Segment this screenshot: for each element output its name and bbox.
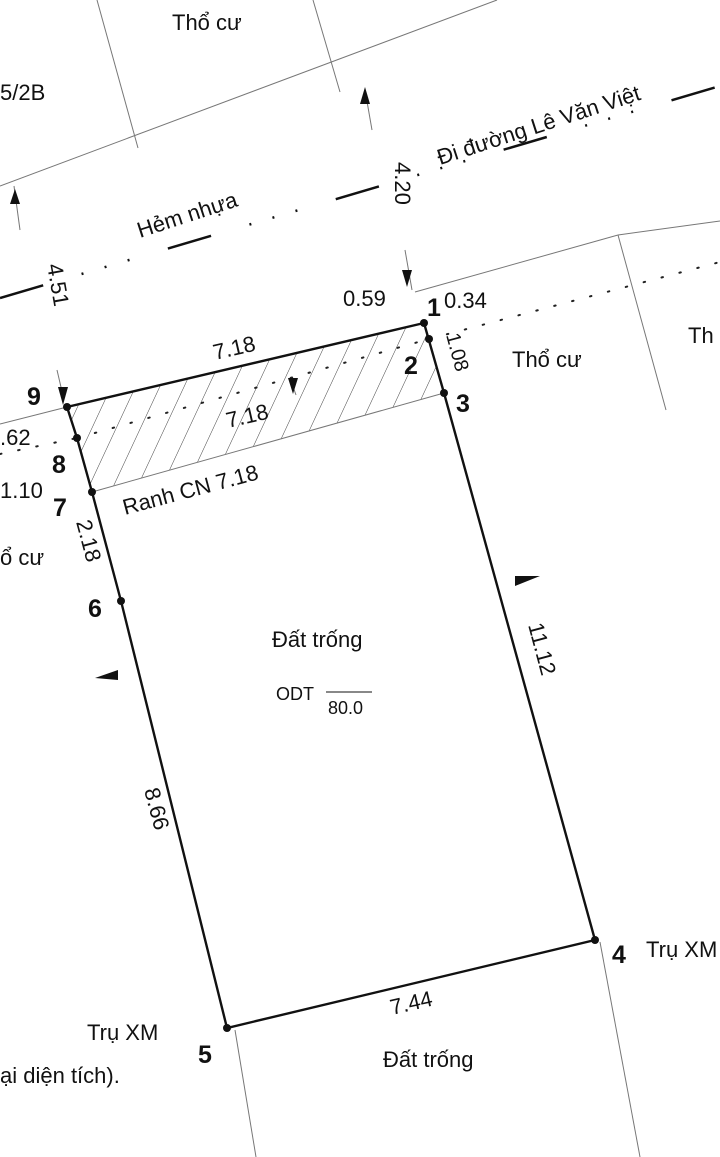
point-3: 3 — [456, 390, 470, 418]
direction-arrows — [10, 87, 540, 680]
setback-strip — [67, 323, 444, 492]
neighbor-left-top-label: 5/2B — [0, 80, 45, 105]
footnote: ại diện tích). — [0, 1063, 120, 1088]
dotted-line-left — [0, 437, 78, 455]
neighbor-top-label: Thổ cư — [172, 10, 242, 35]
arrow-icon — [288, 378, 298, 394]
dim-9-8: .62 — [0, 425, 31, 450]
neighbor-left-label: ổ cư — [0, 545, 44, 570]
neighbor-right-edge-label: Th — [688, 323, 714, 348]
point-5: 5 — [198, 1041, 212, 1069]
vertices — [63, 319, 599, 1032]
point-2: 2 — [404, 352, 418, 380]
dim-5-4: 7.44 — [388, 986, 435, 1020]
dim-9-1: 7.18 — [211, 331, 258, 365]
arrow-icon — [58, 387, 68, 405]
arrow-icon — [402, 270, 412, 287]
arrow-icon — [95, 670, 118, 680]
road-direction: Đi đường Lê Văn Việt — [434, 80, 644, 169]
parcel-name: Đất trống — [272, 627, 363, 652]
dim-road-width-left: 4.51 — [42, 262, 74, 309]
point-9: 9 — [27, 383, 41, 411]
point-8: 8 — [52, 451, 66, 479]
area-value: 80.0 — [328, 698, 363, 718]
dim-1-3: 1.08 — [441, 331, 472, 374]
arrow-icon — [515, 576, 540, 586]
dim-1-right: 0.34 — [444, 288, 487, 313]
arrow-icon — [360, 87, 370, 104]
point-7: 7 — [53, 494, 67, 522]
neighbor-right-label: Thổ cư — [512, 347, 582, 372]
road-centerline — [0, 84, 720, 300]
point-4: 4 — [612, 941, 626, 969]
arrow-icon — [10, 189, 20, 204]
marker-5-label: Trụ XM — [87, 1020, 158, 1045]
dim-1-offset: 0.59 — [343, 286, 386, 311]
boundary-line — [91, 392, 445, 493]
road-name: Hẻm nhựa — [134, 187, 241, 243]
dim-8-7: 1.10 — [0, 478, 43, 503]
point-1: 1 — [427, 294, 441, 322]
dim-road-width-right: 4.20 — [390, 162, 415, 205]
land-use-code: ODT — [276, 684, 314, 704]
point-6: 6 — [88, 595, 102, 623]
dim-3-4: 11.12 — [523, 620, 561, 678]
marker-4-label: Trụ XM — [646, 937, 717, 962]
south-neighbor-label: Đất trống — [383, 1047, 474, 1072]
